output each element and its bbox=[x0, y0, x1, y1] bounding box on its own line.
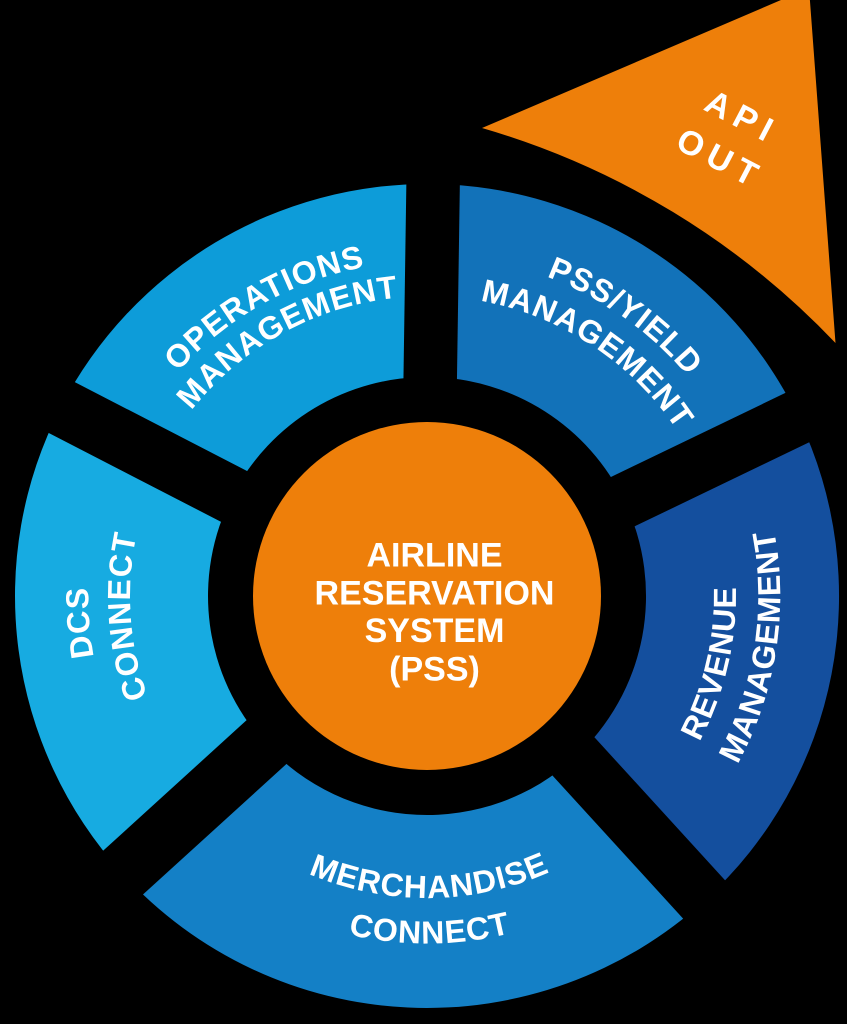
svg-text:SYSTEM: SYSTEM bbox=[365, 612, 505, 650]
svg-text:AIRLINE: AIRLINE bbox=[367, 536, 503, 574]
svg-text:DCS: DCS bbox=[59, 587, 100, 661]
svg-text:RESERVATION: RESERVATION bbox=[315, 574, 555, 612]
svg-text:(PSS): (PSS) bbox=[389, 650, 480, 688]
